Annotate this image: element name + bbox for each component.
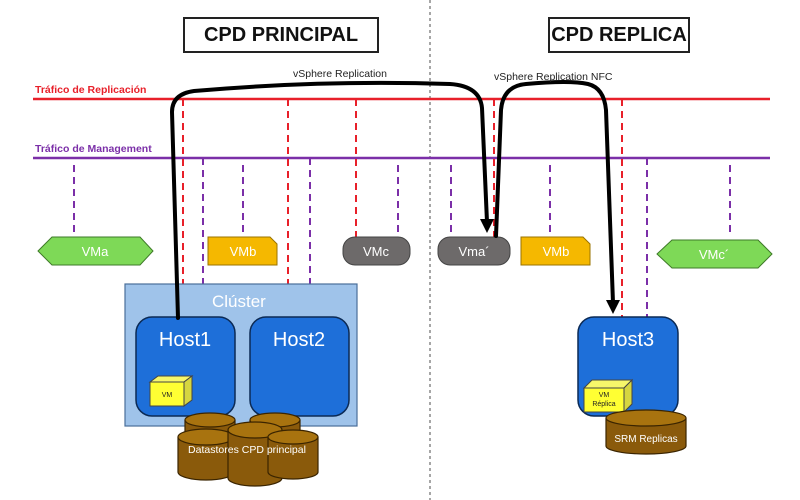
vm-replica-label-line1: VM bbox=[599, 392, 610, 399]
vmb-replica-label: VMb bbox=[543, 244, 570, 259]
vmc-replica-shape bbox=[656, 239, 773, 269]
vsphere-replication-arrowhead bbox=[480, 219, 494, 233]
vm-replica-label-line2: Réplica bbox=[592, 401, 615, 408]
vsphere-replication-label: vSphere Replication bbox=[293, 68, 387, 80]
vsphere-replication-nfc-label: vSphere Replication NFC bbox=[494, 71, 613, 83]
cluster-label: Clúster bbox=[212, 292, 266, 311]
cpd-replica-title: CPD REPLICA bbox=[548, 17, 690, 53]
replication-connectors bbox=[182, 99, 623, 320]
vmb-replica-shape bbox=[520, 236, 591, 266]
vm-cube-icon: VM bbox=[148, 375, 194, 407]
vsphere-replication-arrow bbox=[170, 80, 489, 320]
management-network-label: Tráfico de Management bbox=[35, 143, 152, 155]
vm-cube-label: VM bbox=[162, 392, 173, 399]
vsphere-replication-nfc-arrow bbox=[494, 80, 615, 305]
replication-network-label: Tráfico de Replicación bbox=[35, 84, 146, 96]
vmb-principal-shape bbox=[207, 236, 278, 266]
vmc-label: VMc bbox=[363, 244, 390, 259]
host3-label: Host3 bbox=[602, 329, 654, 351]
datastore-principal-label: Datastores CPD principal bbox=[188, 444, 306, 456]
vma-replica-label: Vma´ bbox=[458, 244, 489, 259]
vma-shape bbox=[37, 236, 154, 266]
srm-replicas-label: SRM Replicas bbox=[614, 434, 677, 445]
vmc-shape bbox=[342, 236, 411, 266]
vma-replica-shape bbox=[437, 236, 511, 266]
host2-box bbox=[249, 316, 350, 417]
vsphere-replication-nfc-arrowhead bbox=[606, 300, 620, 314]
host1-label: Host1 bbox=[159, 329, 211, 351]
host2-label: Host2 bbox=[273, 329, 325, 351]
srm-replicas-icon bbox=[605, 409, 687, 455]
vm-replica-cube-icon: VM Réplica bbox=[582, 378, 634, 414]
vmc-replica-label: VMc´ bbox=[699, 247, 729, 262]
datastore-principal-icon bbox=[177, 412, 319, 487]
vma-label: VMa bbox=[82, 244, 110, 259]
cpd-principal-title: CPD PRINCIPAL bbox=[183, 17, 379, 53]
vmb-principal-label: VMb bbox=[230, 244, 257, 259]
